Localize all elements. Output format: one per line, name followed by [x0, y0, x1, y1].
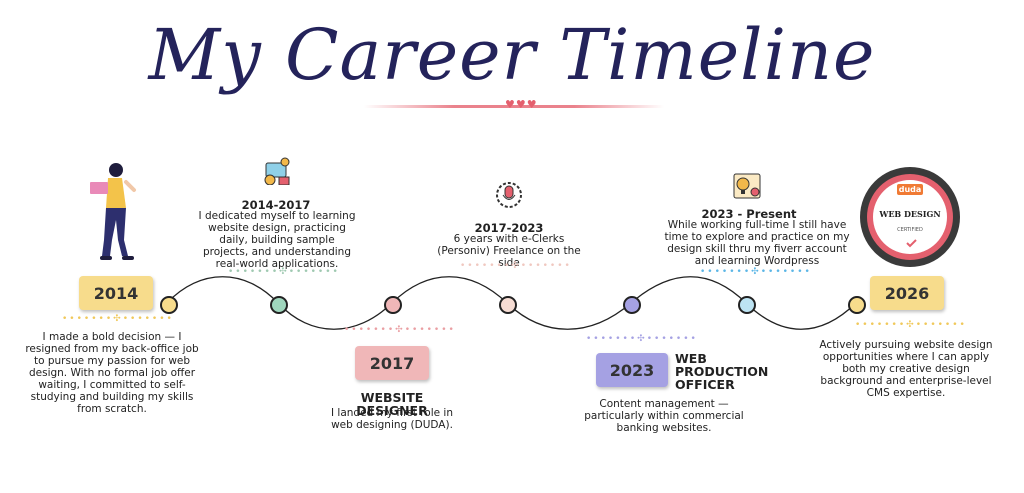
title-underline [364, 105, 664, 108]
milestone-2026-text: Actively pursuing website design opportu… [819, 339, 993, 399]
year-box-2023: 2023 [596, 353, 668, 387]
page-title: My Career Timeline [148, 14, 876, 96]
timeline-node-2017 [384, 296, 402, 314]
timeline-node-2023 [623, 296, 641, 314]
year-box-2017: 2017 [355, 346, 429, 380]
timeline-node-2017-2023 [499, 296, 517, 314]
duda-certified-badge: duda WEB DESIGN CERTIFIED [857, 165, 963, 269]
timeline-node-2023-present [738, 296, 756, 314]
period-2023-present: 2023 - Present [701, 207, 797, 221]
timeline-node-2014-2017 [270, 296, 288, 314]
dots-divider: •••••••✣••••••• [228, 267, 340, 277]
dots-divider: •••••••✣••••••• [700, 267, 812, 277]
timeline-node-2026 [848, 296, 866, 314]
role-website-designer: WEBSITE DESIGNER [356, 390, 428, 418]
badge-title: WEB DESIGN [879, 209, 941, 219]
person-laptop-illustration [90, 163, 136, 260]
milestone-2023-present-text: While working full-time I still have tim… [664, 219, 850, 267]
web-design-gears-icon [264, 157, 290, 185]
year-box-2026: 2026 [870, 276, 944, 310]
title-area: My Career Timeline ♥♥♥ [0, 2, 1024, 112]
year-box-2014: 2014 [79, 276, 153, 310]
period-2017-2023: 2017-2023 [474, 221, 544, 235]
timeline-node-2014 [160, 296, 178, 314]
microphone-gear-icon [496, 182, 522, 208]
milestone-2014-2017-text: I dedicated myself to learning website d… [198, 210, 356, 270]
title-hearts: ♥♥♥ [505, 98, 538, 111]
badge-brand: duda [898, 185, 922, 194]
role-web-production-officer: WEB PRODUCTION OFFICER [675, 351, 769, 392]
dots-divider: •••••••✣••••••• [586, 334, 698, 344]
bulb-gear-icon [733, 173, 761, 199]
dots-divider: •••••••✣••••••• [855, 320, 967, 330]
dots-divider: •••••••✣••••••• [460, 261, 572, 271]
period-2014-2017: 2014-2017 [241, 198, 311, 212]
milestone-2014-text: I made a bold decision — I resigned from… [25, 331, 199, 415]
milestone-2023-text: Content management — particularly within… [584, 398, 744, 434]
milestone-2017-text: I landed my first role in web designing … [330, 407, 453, 431]
badge-subtitle: CERTIFIED [897, 227, 923, 233]
dots-divider: •••••••✣••••••• [344, 325, 456, 335]
dots-divider: •••••••✣••••••• [62, 314, 174, 324]
milestone-2017-2023-text: 6 years with e-Clerks (Personiv) Freelan… [437, 233, 581, 269]
